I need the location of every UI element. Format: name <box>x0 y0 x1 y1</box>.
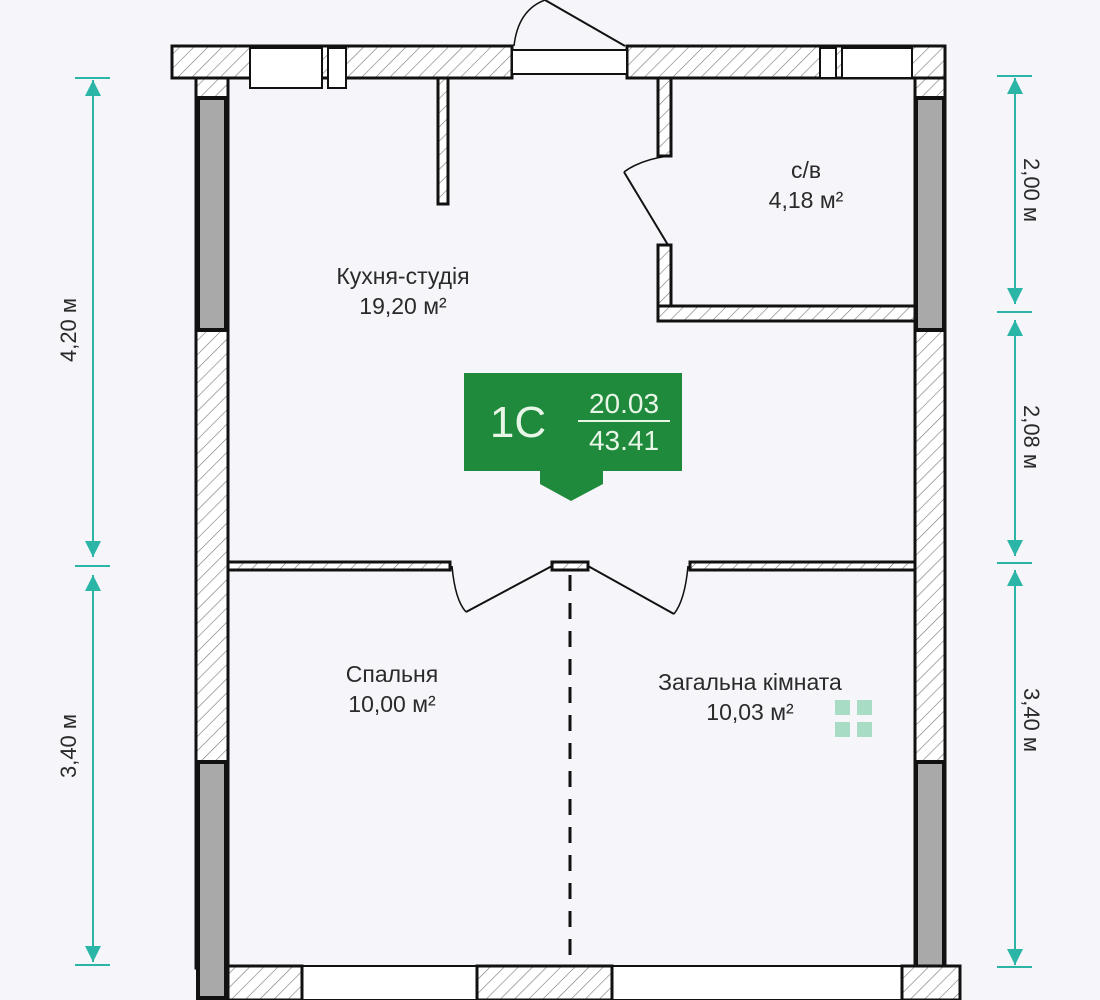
living-area: 20.03 <box>589 388 659 419</box>
right-dimensions: 2,00 м 2,08 м 3,40 м <box>997 75 1044 968</box>
room-name: Загальна кімната <box>658 669 842 695</box>
watermark-logo-icon <box>835 700 872 737</box>
entrance-door[interactable] <box>513 0 626 47</box>
room-name: Спальня <box>346 661 438 687</box>
window-left-top <box>196 96 228 332</box>
dimension-label: 2,00 м <box>1019 158 1044 222</box>
left-dimensions: 4,20 м 3,40 м <box>56 77 110 966</box>
window-right-top <box>914 96 946 332</box>
window-left-bottom <box>196 760 228 1000</box>
top-wall <box>170 44 947 89</box>
room-area: 4,18 м² <box>769 187 844 213</box>
apartment-code: 1C <box>490 398 546 447</box>
middle-partition <box>226 560 917 572</box>
room-area: 10,00 м² <box>348 691 436 717</box>
bedroom-door[interactable] <box>451 565 553 613</box>
room-living-room: Загальна кімната 10,03 м² <box>658 669 842 725</box>
floor-area <box>228 78 915 968</box>
room-area: 10,03 м² <box>706 699 794 725</box>
bathroom-door[interactable] <box>623 155 669 246</box>
room-area: 19,20 м² <box>359 293 447 319</box>
apartment-badge: 1C 20.03 43.41 <box>464 373 682 501</box>
room-bedroom: Спальня 10,00 м² <box>346 661 438 717</box>
dimension-label: 4,20 м <box>56 298 81 362</box>
kitchen-partition <box>436 76 450 206</box>
total-area: 43.41 <box>589 425 659 456</box>
room-kitchen-studio: Кухня-студія 19,20 м² <box>336 263 469 319</box>
bathroom-walls <box>656 76 917 323</box>
room-name: Кухня-студія <box>336 263 469 289</box>
dimension-label: 3,40 м <box>1019 688 1044 752</box>
dimension-label: 3,40 м <box>56 714 81 778</box>
dimension-label: 2,08 м <box>1019 405 1044 469</box>
bottom-wall <box>226 964 962 1000</box>
window-right-bottom <box>914 760 946 1000</box>
room-bathroom: с/в 4,18 м² <box>769 157 844 213</box>
room-name: с/в <box>791 157 821 183</box>
living-room-door[interactable] <box>587 565 689 615</box>
